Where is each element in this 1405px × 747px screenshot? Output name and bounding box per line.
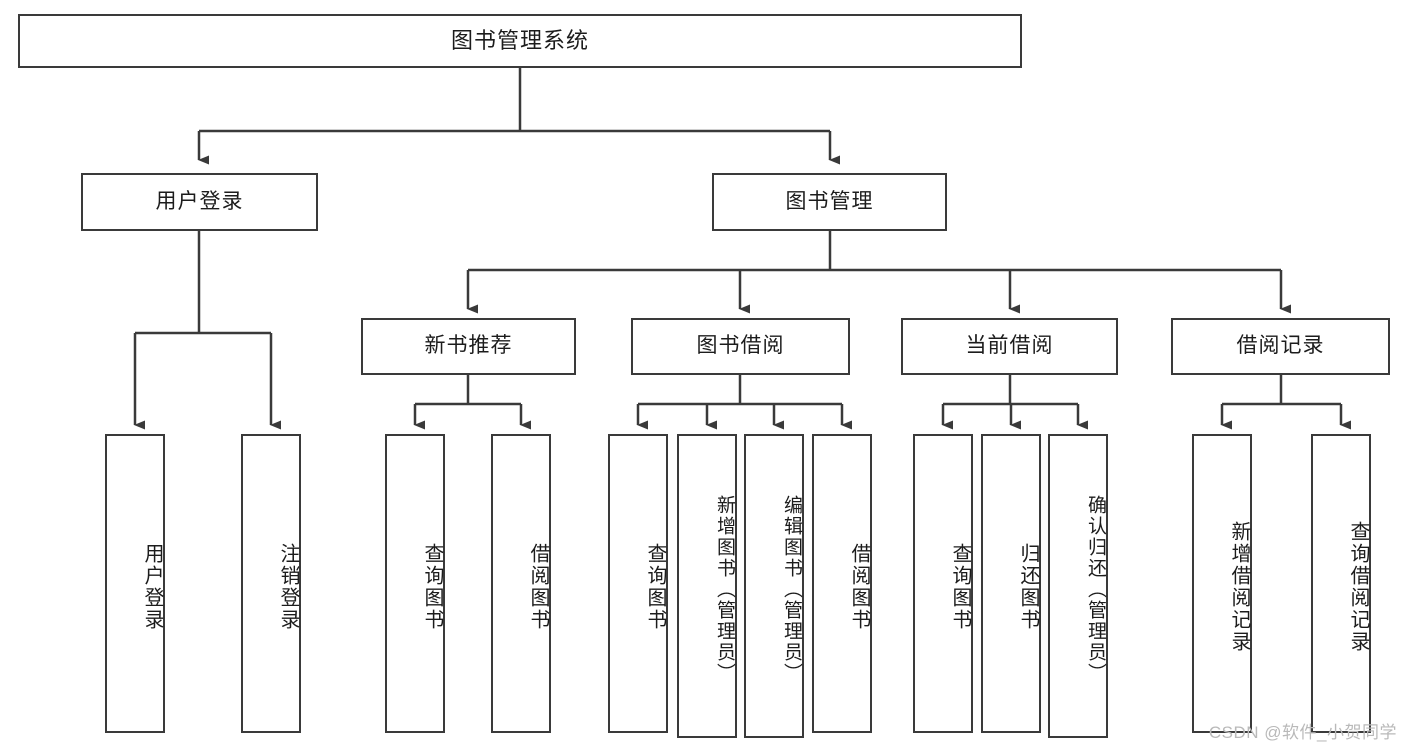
node-label: 注销登录 [277,542,299,631]
node-label: 用户登录 [141,542,163,631]
leaf-borrow-record-query[interactable]: 查询借阅记录 [1311,434,1371,733]
node-label: 编辑图书（管理员） [781,494,802,684]
node-label: 图书管理系统 [450,28,589,54]
leaf-current-borrow-query[interactable]: 查询图书 [913,434,973,733]
node-label: 借阅图书 [527,542,549,631]
node-label: 确认归还（管理员） [1085,494,1106,684]
watermark-text: CSDN @软件_小贺同学 [1208,723,1397,742]
node-label: 当前借阅 [965,334,1054,358]
leaf-book-borrow-add[interactable]: 新增图书（管理员） [677,434,737,738]
leaf-new-book-query[interactable]: 查询图书 [385,434,445,733]
node-book-borrow[interactable]: 图书借阅 [631,318,850,375]
node-user-login[interactable]: 用户登录 [81,173,318,231]
node-label: 查询图书 [421,542,443,631]
node-label: 查询借阅记录 [1347,520,1369,653]
leaf-borrow-record-add[interactable]: 新增借阅记录 [1192,434,1252,733]
leaf-book-borrow-query[interactable]: 查询图书 [608,434,668,733]
node-label: 查询图书 [644,542,666,631]
leaf-current-borrow-confirm-return[interactable]: 确认归还（管理员） [1048,434,1108,738]
leaf-user-login-login[interactable]: 用户登录 [105,434,165,733]
node-label: 新增借阅记录 [1228,520,1250,653]
node-label: 借阅记录 [1236,334,1325,358]
node-new-book-recommend[interactable]: 新书推荐 [361,318,576,375]
node-label: 借阅图书 [848,542,870,631]
node-borrow-record[interactable]: 借阅记录 [1171,318,1390,375]
leaf-new-book-borrow[interactable]: 借阅图书 [491,434,551,733]
node-current-borrow[interactable]: 当前借阅 [901,318,1118,375]
node-book-management[interactable]: 图书管理 [712,173,947,231]
leaf-user-login-logout[interactable]: 注销登录 [241,434,301,733]
leaf-book-borrow-edit[interactable]: 编辑图书（管理员） [744,434,804,738]
leaf-book-borrow-borrow[interactable]: 借阅图书 [812,434,872,733]
node-label: 新书推荐 [424,334,513,358]
node-label: 归还图书 [1017,542,1039,631]
leaf-current-borrow-return[interactable]: 归还图书 [981,434,1041,733]
node-label: 用户登录 [155,189,244,213]
node-label: 查询图书 [949,542,971,631]
node-root-book-management-system[interactable]: 图书管理系统 [18,14,1022,68]
node-label: 图书管理 [785,189,874,213]
node-label: 图书借阅 [696,334,785,358]
node-label: 新增图书（管理员） [714,494,735,684]
